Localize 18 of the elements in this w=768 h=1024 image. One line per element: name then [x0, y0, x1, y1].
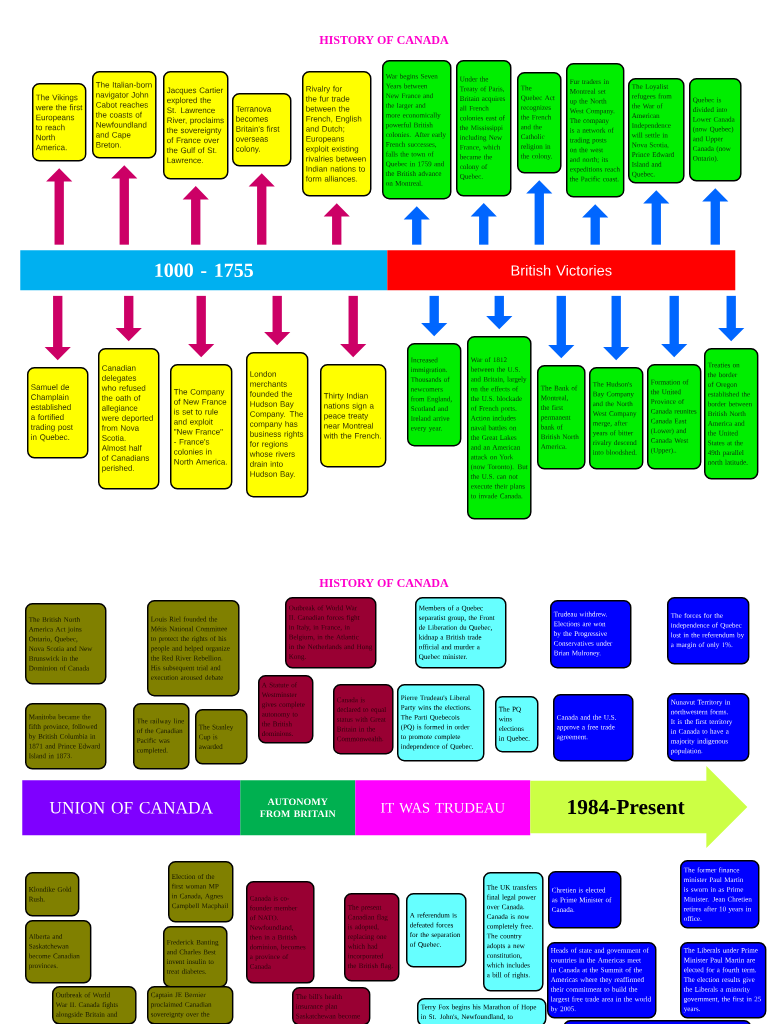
event-box: Terranova becomes Britain's first overseas colony.: [232, 93, 292, 167]
timeline-bar: British Victories: [387, 250, 736, 291]
event-box: The Company of New France is set to rule and exploit "New France" - France's colonies in North America.: [170, 364, 233, 490]
timeline-bar: 1000 - 1755: [20, 250, 388, 291]
title: HISTORY OF CANADA: [319, 578, 449, 588]
event-box: Jacques Cartier explored the St. Lawrence River, proclaims the sovereignty of France over the Gulf of St. Lawrence.: [163, 71, 229, 180]
title: HISTORY OF CANADA: [319, 35, 449, 45]
timeline-band: AUTONOMY FROM BRITAIN: [240, 780, 356, 836]
timeline-band: IT WAS TRUDEAU: [355, 780, 531, 836]
event-box: The Italian-born navigator John Cabot reaches the coasts of Newfoundland and Cape Breton.: [92, 71, 157, 159]
event-box: Rivalry for the fur trade between the French, English and Dutch; Europeans exploit existing rivalries between Indian nations to form alliances.: [302, 71, 372, 197]
event-box: [563, 1020, 752, 1024]
event-box: London merchants founded the Hudson Bay Company. The company has business rights for regions whose rivers drain into Hudson Bay.: [246, 352, 309, 498]
event-box: Thirty Indian nations sign a peace treaty near Montreal with the French.: [320, 364, 387, 468]
event-box: Samuel de Champlain established a fortified trading post in Quebec.: [27, 367, 89, 459]
event-box: The Vikings were the first Europeans to reach North America.: [32, 83, 87, 162]
event-box: Canadian delegates who refused the oath of allegiance were deported from Nova Scotia. Almost half of Canadians perished.: [98, 348, 160, 490]
timeline-band: UNION OF CANADA: [22, 780, 241, 836]
